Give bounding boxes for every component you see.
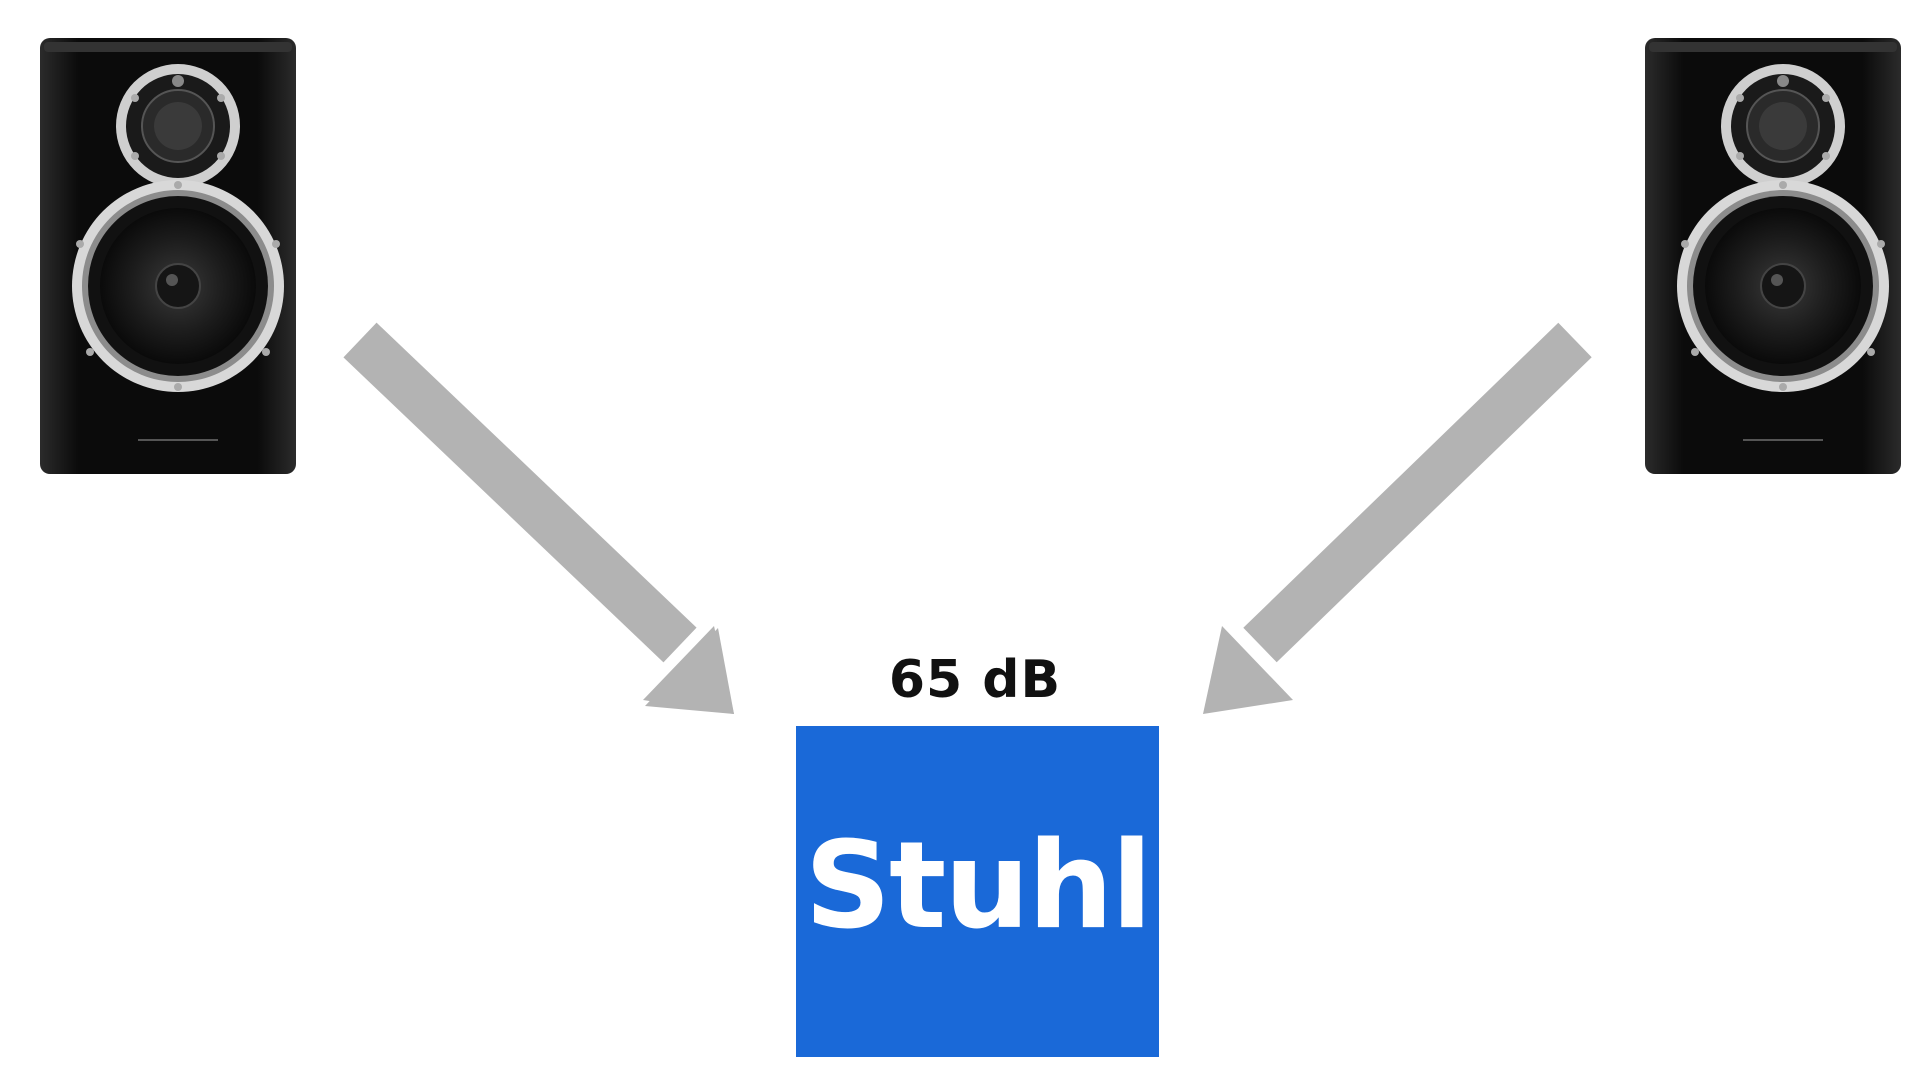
chair-box: Stuhl — [796, 726, 1159, 1057]
speaker-left-icon — [40, 38, 296, 474]
arrow-left-to-chair — [343, 322, 734, 714]
speaker-right-icon — [1645, 38, 1901, 474]
chair-label: Stuhl — [804, 817, 1153, 956]
arrow-right-to-chair — [1203, 322, 1592, 714]
sound-level-label: 65 dB — [888, 650, 1062, 710]
